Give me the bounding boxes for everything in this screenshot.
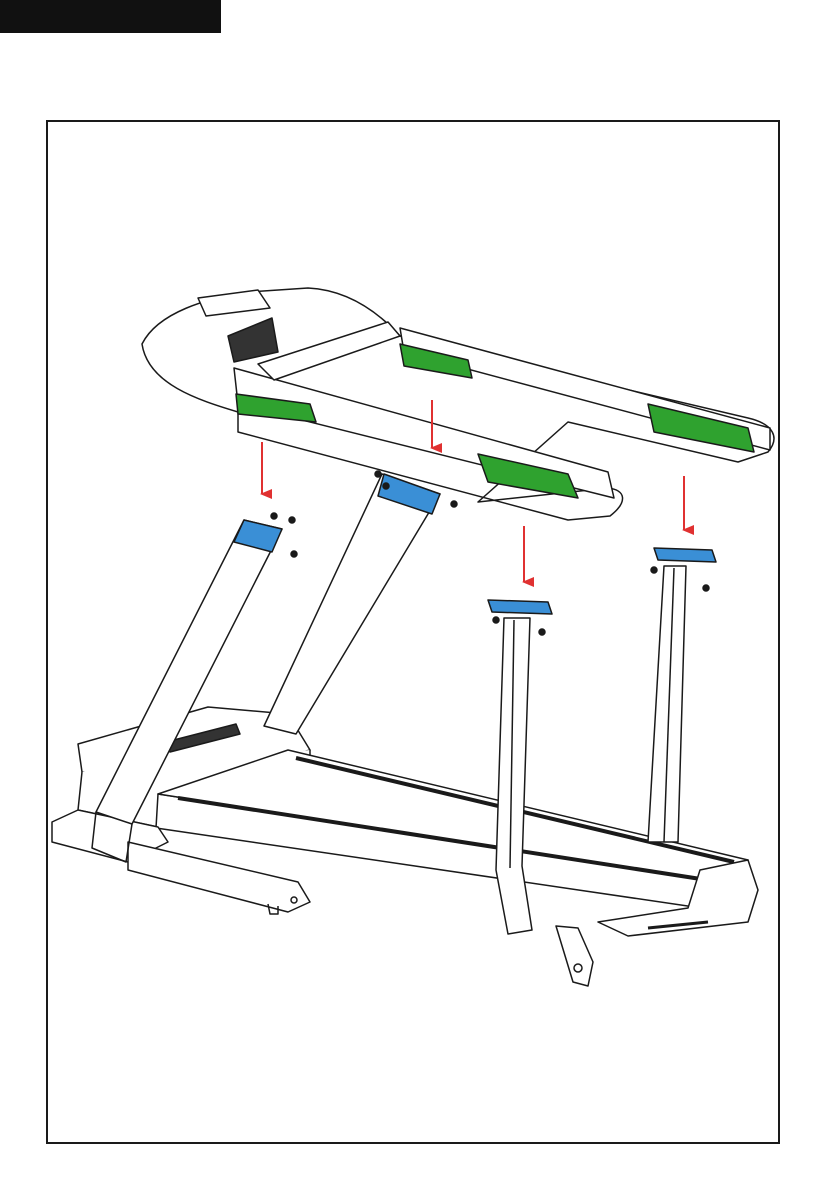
right-rear-upright bbox=[264, 474, 440, 734]
right-front-upright bbox=[648, 548, 716, 842]
assembly-figure-frame bbox=[46, 120, 780, 1144]
assembly-diagram bbox=[48, 122, 778, 1142]
section-header-block bbox=[0, 0, 221, 33]
